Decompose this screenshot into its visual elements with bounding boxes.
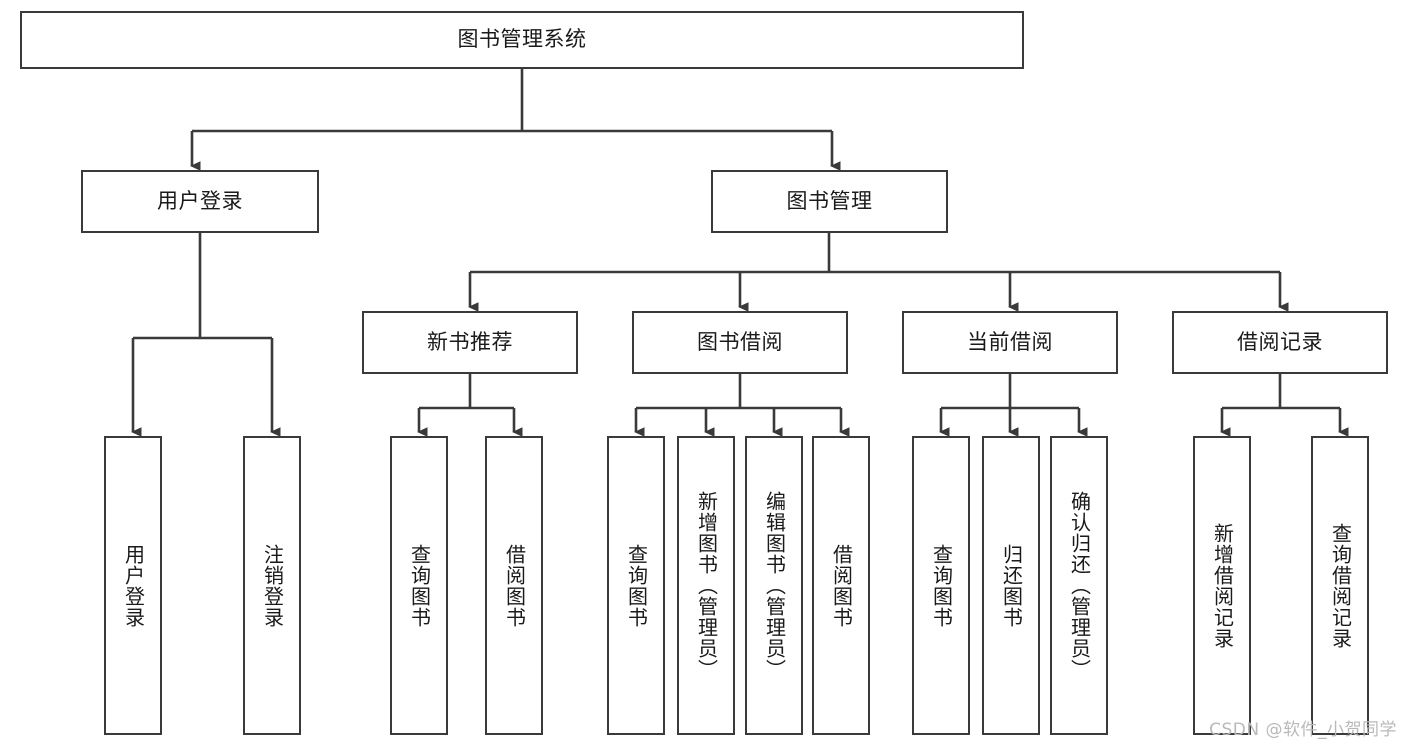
leaf-label: 借阅图书 <box>829 543 854 628</box>
leaf-current-borrow-return[interactable]: 归还图书 <box>982 436 1040 735</box>
node-book-management[interactable]: 图书管理 <box>711 170 948 233</box>
leaf-new-book-borrow[interactable]: 借阅图书 <box>485 436 543 735</box>
leaf-label: 查询图书 <box>929 543 954 628</box>
leaf-label: 归还图书 <box>999 543 1024 628</box>
csdn-watermark: CSDN @软件_小贺同学 <box>1209 720 1397 740</box>
node-current-borrow[interactable]: 当前借阅 <box>902 311 1118 374</box>
leaf-user-login-signout[interactable]: 注销登录 <box>243 436 301 735</box>
leaf-label: 编辑图书（管理员） <box>762 491 787 680</box>
leaf-user-login-signin[interactable]: 用户登录 <box>104 436 162 735</box>
leaf-label: 确认归还（管理员） <box>1067 491 1092 680</box>
leaf-borrow-record-query[interactable]: 查询借阅记录 <box>1311 436 1369 735</box>
leaf-borrow-record-add[interactable]: 新增借阅记录 <box>1193 436 1251 735</box>
leaf-book-borrow-query[interactable]: 查询图书 <box>607 436 665 735</box>
leaf-label: 查询图书 <box>407 543 432 628</box>
leaf-label: 借阅图书 <box>502 543 527 628</box>
leaf-label: 注销登录 <box>260 543 285 628</box>
leaf-label: 新增借阅记录 <box>1210 522 1235 649</box>
leaf-book-borrow-borrow[interactable]: 借阅图书 <box>812 436 870 735</box>
node-user-login[interactable]: 用户登录 <box>81 170 319 233</box>
leaf-current-borrow-query[interactable]: 查询图书 <box>912 436 970 735</box>
leaf-label: 查询借阅记录 <box>1328 522 1353 649</box>
leaf-label: 新增图书（管理员） <box>694 491 719 680</box>
node-root-system[interactable]: 图书管理系统 <box>20 11 1024 69</box>
leaf-new-book-query[interactable]: 查询图书 <box>390 436 448 735</box>
node-book-borrow[interactable]: 图书借阅 <box>632 311 848 374</box>
leaf-book-borrow-edit[interactable]: 编辑图书（管理员） <box>745 436 803 735</box>
leaf-label: 查询图书 <box>624 543 649 628</box>
leaf-current-borrow-confirm-return[interactable]: 确认归还（管理员） <box>1050 436 1108 735</box>
leaf-label: 用户登录 <box>121 543 146 628</box>
node-new-book-recommend[interactable]: 新书推荐 <box>362 311 578 374</box>
node-borrow-record[interactable]: 借阅记录 <box>1172 311 1388 374</box>
leaf-book-borrow-add[interactable]: 新增图书（管理员） <box>677 436 735 735</box>
